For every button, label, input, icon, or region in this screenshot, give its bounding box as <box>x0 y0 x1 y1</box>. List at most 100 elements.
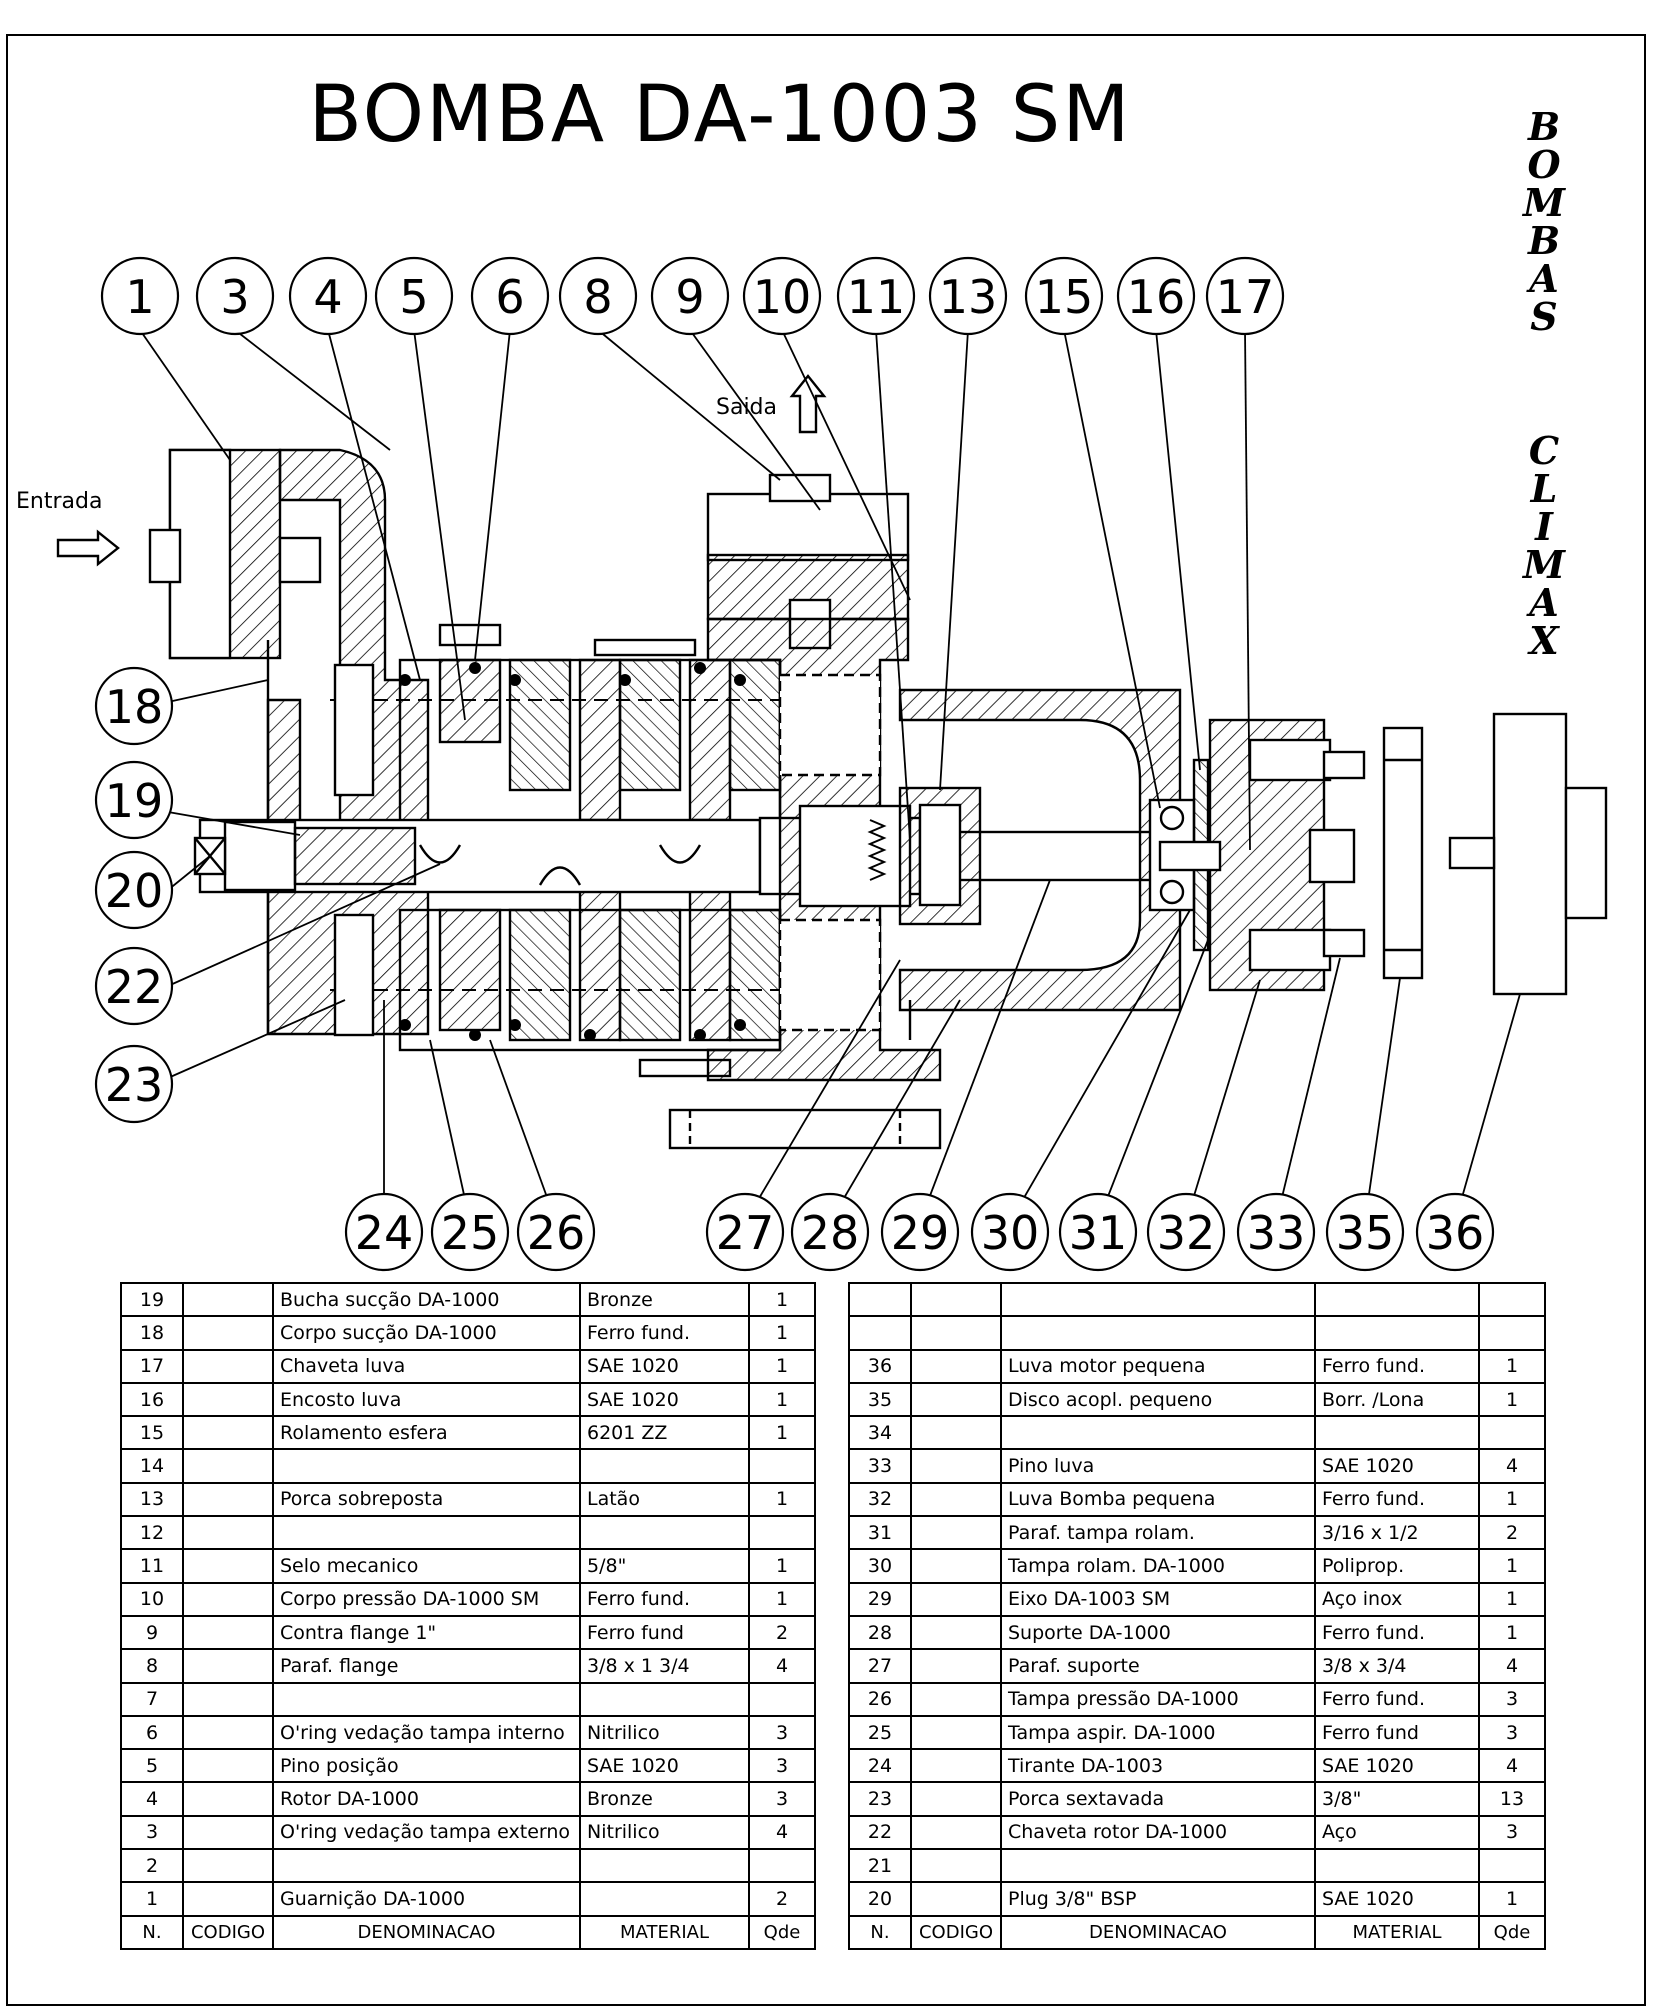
balloon-number: 32 <box>1157 1206 1216 1260</box>
parts-cell-d <box>1000 1415 1316 1451</box>
parts-cell-q: 1 <box>1478 1881 1546 1917</box>
parts-cell-d: Luva Bomba pequena <box>1000 1481 1316 1518</box>
parts-cell-m: Bronze <box>579 1781 750 1817</box>
outlet-label: Saida <box>716 395 777 420</box>
parts-cell-q: 4 <box>748 1648 816 1684</box>
parts-cell-c <box>182 1481 274 1518</box>
parts-cell-n: 36 <box>848 1348 912 1384</box>
balloon-number: 29 <box>891 1206 950 1260</box>
parts-cell-q: 1 <box>748 1315 816 1351</box>
balloon-number: 9 <box>675 270 704 324</box>
balloon-number: 13 <box>939 270 998 324</box>
balloon-number: 17 <box>1216 270 1275 324</box>
parts-cell-n: 25 <box>848 1714 912 1751</box>
parts-cell-c <box>182 1748 274 1784</box>
coupling-disc-35 <box>1382 726 1424 980</box>
balloon-30: 30 <box>970 1192 1050 1272</box>
parts-cell-m <box>579 1448 750 1484</box>
parts-cell-q <box>1478 1415 1546 1451</box>
parts-cell-c <box>910 1548 1002 1584</box>
parts-cell-n <box>848 1281 912 1318</box>
parts-cell-c <box>910 1748 1002 1784</box>
parts-cell-n: 14 <box>120 1448 184 1484</box>
parts-cell-n: 31 <box>848 1515 912 1551</box>
parts-header-m: MATERIAL <box>579 1914 750 1950</box>
parts-cell-c <box>182 1415 274 1451</box>
parts-cell-c <box>182 1848 274 1884</box>
parts-cell-n: 27 <box>848 1648 912 1684</box>
parts-cell-c <box>910 1315 1002 1351</box>
parts-row: 34 <box>848 1415 1546 1451</box>
parts-cell-c <box>182 1881 274 1917</box>
parts-cell-d <box>272 1848 581 1884</box>
balloon-number: 18 <box>105 680 164 734</box>
parts-cell-c <box>910 1881 1002 1917</box>
parts-cell-n: 22 <box>848 1814 912 1851</box>
balloon-1: 1 <box>100 256 180 336</box>
parts-cell-d: Plug 3/8" BSP <box>1000 1881 1316 1917</box>
parts-cell-n: 26 <box>848 1681 912 1717</box>
parts-cell-q: 3 <box>1478 1681 1546 1717</box>
parts-cell-c <box>910 1814 1002 1851</box>
parts-cell-c <box>910 1848 1002 1884</box>
balloon-32: 32 <box>1146 1192 1226 1272</box>
parts-cell-c <box>182 1548 274 1584</box>
balloon-number: 36 <box>1426 1206 1485 1260</box>
balloon-number: 26 <box>527 1206 586 1260</box>
parts-cell-q: 4 <box>1478 1648 1546 1684</box>
parts-cell-m: Ferro fund. <box>579 1581 750 1617</box>
balloon-36: 36 <box>1415 1192 1495 1272</box>
balloon-33: 33 <box>1236 1192 1316 1272</box>
parts-cell-d: Chaveta luva <box>272 1348 581 1384</box>
parts-cell-d: Contra flange 1" <box>272 1614 581 1651</box>
drawing-frame <box>6 34 1646 2006</box>
parts-cell-q: 13 <box>1478 1781 1546 1817</box>
parts-cell-c <box>182 1281 274 1318</box>
pump-section-drawing: 1345689101113151617181920222324252627282… <box>16 256 1608 1272</box>
parts-cell-m: 3/8" <box>1314 1781 1480 1817</box>
parts-cell-c <box>182 1781 274 1817</box>
parts-cell-c <box>182 1648 274 1684</box>
parts-cell-d: Corpo pressão DA-1000 SM <box>272 1581 581 1617</box>
parts-cell-d: Rolamento esfera <box>272 1415 581 1451</box>
balloon-number: 6 <box>495 270 524 324</box>
parts-cell-q <box>1478 1281 1546 1318</box>
parts-cell-n: 15 <box>120 1415 184 1451</box>
parts-cell-d <box>1000 1315 1316 1351</box>
balloon-number: 24 <box>355 1206 414 1260</box>
parts-cell-n: 23 <box>848 1781 912 1817</box>
parts-cell-q: 2 <box>748 1881 816 1917</box>
balloon-number: 33 <box>1247 1206 1306 1260</box>
parts-cell-q: 2 <box>1478 1515 1546 1551</box>
parts-cell-m: Ferro fund. <box>579 1315 750 1351</box>
parts-cell-m: SAE 1020 <box>1314 1881 1480 1917</box>
parts-cell-d: Paraf. flange <box>272 1648 581 1684</box>
leader-lines <box>139 329 1521 1223</box>
balloon-35: 35 <box>1325 1192 1405 1272</box>
parts-cell-d <box>272 1515 581 1551</box>
parts-cell-c <box>182 1315 274 1351</box>
parts-cell-q: 3 <box>1478 1814 1546 1851</box>
parts-cell-q: 4 <box>1478 1448 1546 1484</box>
parts-cell-m: SAE 1020 <box>1314 1748 1480 1784</box>
discharge-flange-9 <box>706 492 910 562</box>
parts-cell-d <box>272 1681 581 1717</box>
parts-cell-m: 3/16 x 1/2 <box>1314 1515 1480 1551</box>
balloon-6: 6 <box>470 256 550 336</box>
parts-cell-n: 6 <box>120 1714 184 1751</box>
balloon-18: 18 <box>94 666 174 746</box>
parts-cell-d: Suporte DA-1000 <box>1000 1614 1316 1651</box>
parts-cell-q: 1 <box>1478 1381 1546 1418</box>
parts-cell-n: 21 <box>848 1848 912 1884</box>
